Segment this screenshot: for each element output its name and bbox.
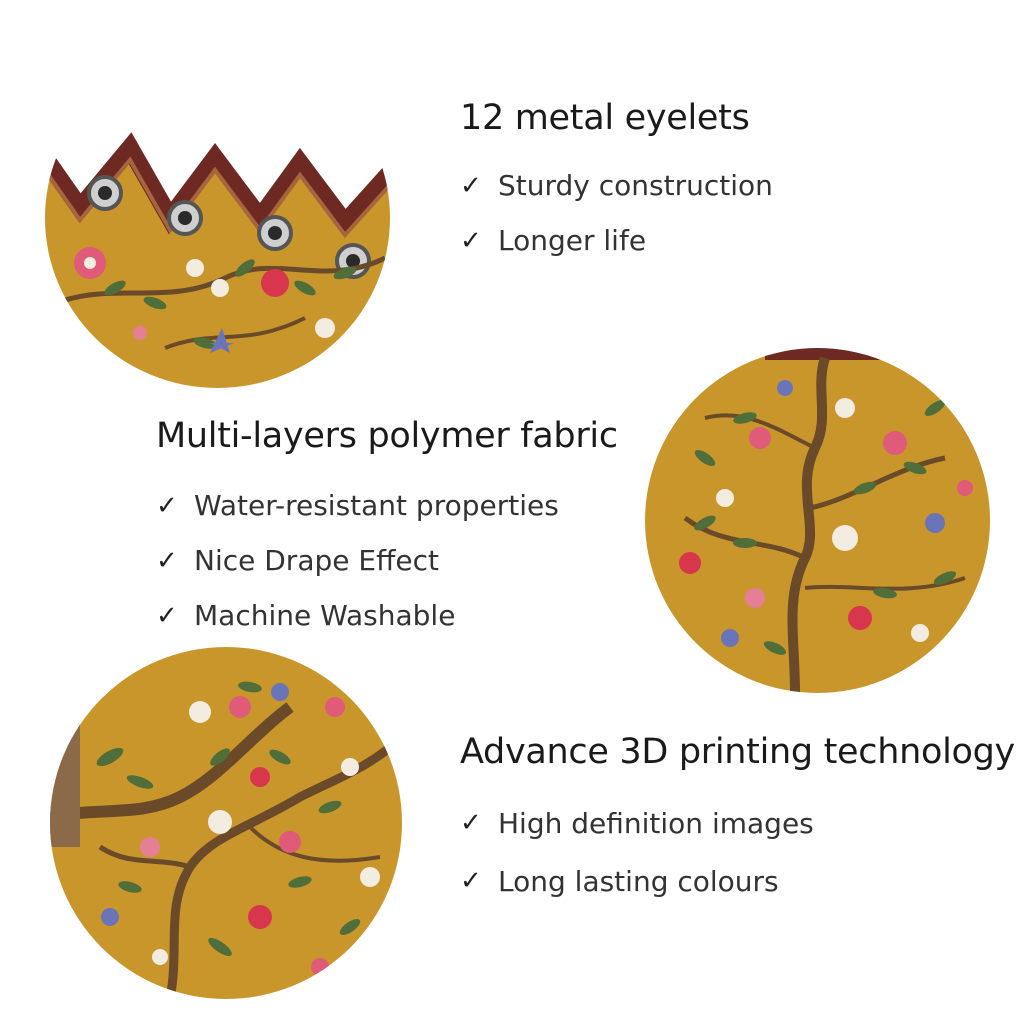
curtain-eyelets-illustration [45,48,390,388]
floral-tree-illustration [645,348,990,693]
checkmark-icon: ✓ [156,600,178,631]
list-item: ✓ Machine Washable [156,588,618,643]
eyelets-photo [45,48,390,388]
feature-points: ✓ Water-resistant properties ✓ Nice Drape … [156,478,618,643]
fabric-pattern-photo [645,348,990,693]
checkmark-icon: ✓ [460,225,482,256]
printing-detail-photo [50,647,402,999]
checkmark-icon: ✓ [460,866,482,896]
point-text: Water-resistant properties [194,489,559,522]
feature-points: ✓ High definition images ✓ Long lasting co… [460,794,1015,910]
point-text: Machine Washable [194,599,456,632]
feature-title: Advance 3D printing technology [460,732,1015,772]
list-item: ✓ Longer life [460,213,773,268]
list-item: ✓ Long lasting colours [460,852,1015,910]
checkmark-icon: ✓ [460,170,482,201]
point-text: Longer life [498,224,647,257]
list-item: ✓ Nice Drape Effect [156,533,618,588]
feature-printing: Advance 3D printing technology ✓ High def… [460,732,1015,910]
checkmark-icon: ✓ [156,545,178,576]
checkmark-icon: ✓ [156,490,178,521]
point-text: Long lasting colours [498,864,779,898]
list-item: ✓ High definition images [460,794,1015,852]
checkmark-icon: ✓ [460,808,482,838]
feature-eyelets: 12 metal eyelets ✓ Sturdy construction ✓ L… [460,98,773,268]
floral-detail-illustration [50,647,402,999]
point-text: Nice Drape Effect [194,544,439,577]
point-text: High definition images [498,806,814,840]
feature-title: 12 metal eyelets [460,98,750,138]
list-item: ✓ Water-resistant properties [156,478,618,533]
feature-fabric: Multi-layers polymer fabric ✓ Water-resis… [156,416,618,643]
point-text: Sturdy construction [498,169,773,202]
list-item: ✓ Sturdy construction [460,158,773,213]
feature-title: Multi-layers polymer fabric [156,416,618,456]
feature-points: ✓ Sturdy construction ✓ Longer life [460,158,773,268]
